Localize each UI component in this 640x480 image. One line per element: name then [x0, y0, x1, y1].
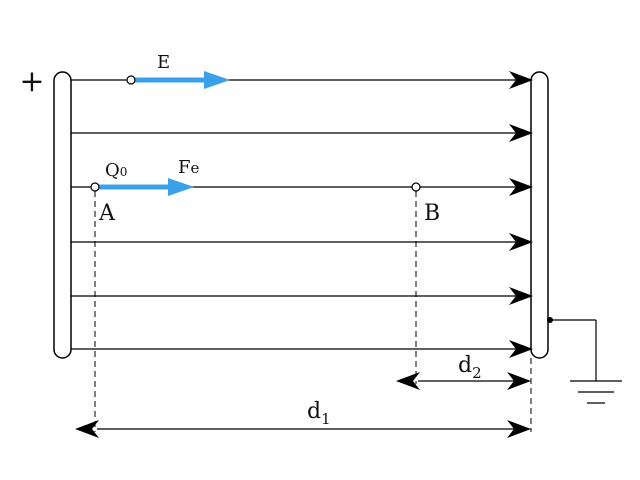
- ground-connection: [550, 319, 597, 381]
- point-b-marker: [411, 182, 421, 192]
- extension-lines: [94, 191, 532, 432]
- positive-plate: [53, 71, 72, 359]
- field-point: [126, 75, 136, 85]
- force-vector: [95, 178, 194, 196]
- point-a-label: A: [98, 201, 116, 226]
- ground-icon: [570, 380, 622, 404]
- field-vector: [131, 71, 230, 89]
- d1-label: d1: [307, 399, 331, 428]
- point-a-marker: [90, 182, 100, 192]
- negative-plate: [530, 71, 549, 359]
- ground-node: [547, 317, 553, 323]
- point-b-label: B: [424, 201, 440, 226]
- field-lines: [71, 71, 533, 358]
- d2-label: d2: [458, 353, 482, 382]
- charge-label: Q0: [105, 160, 127, 181]
- field-label: E: [157, 52, 170, 73]
- plus-sign: +: [19, 64, 44, 99]
- force-label: Fe: [178, 157, 200, 178]
